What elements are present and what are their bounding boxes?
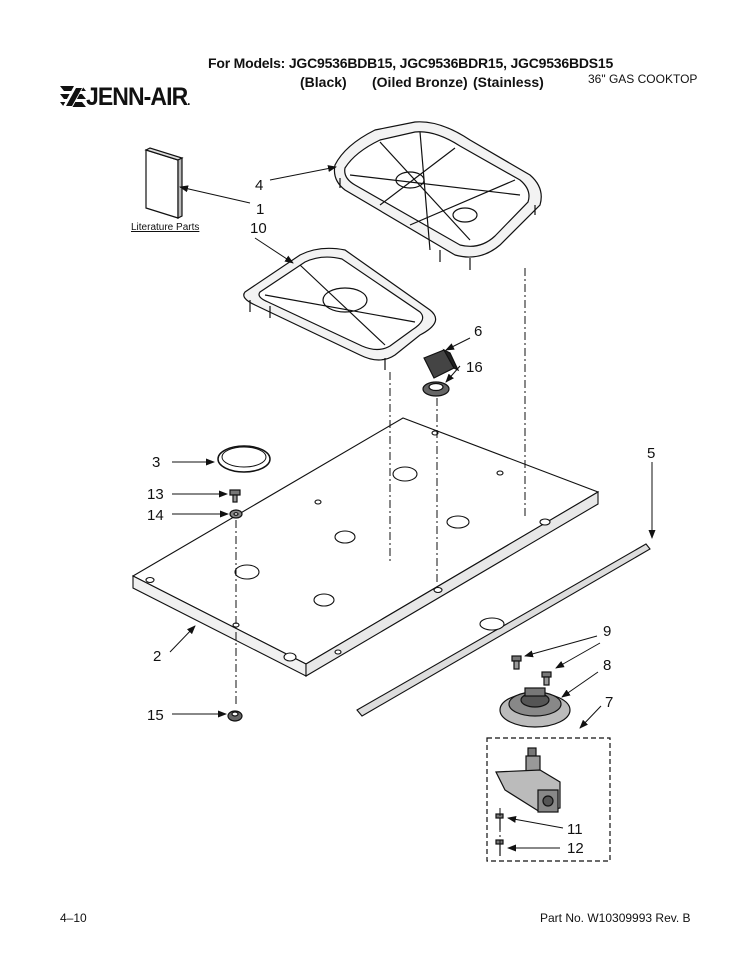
callout-8: 8 (603, 657, 611, 674)
finish-black: (Black) (300, 74, 347, 90)
part-number: Part No. W10309993 Rev. B (540, 911, 691, 925)
callout-15: 15 (147, 707, 164, 724)
cooktop-seal (356, 543, 651, 717)
alignment-lines (235, 268, 526, 856)
callout-7: 7 (605, 694, 613, 711)
callout-2: 2 (153, 648, 161, 665)
models-line: For Models: JGC9536BDB15, JGC9536BDR15, … (208, 55, 614, 71)
small-grate (243, 247, 437, 370)
callout-16: 16 (466, 359, 483, 376)
mounting-screw (229, 489, 241, 503)
burner-screws (511, 655, 552, 686)
burner-cap-rim (221, 446, 267, 468)
burner-cap (217, 445, 271, 473)
product-type: 36" GAS COOKTOP (588, 72, 698, 86)
control-knob (423, 348, 460, 379)
callout-11: 11 (567, 821, 583, 838)
callout-5: 5 (647, 445, 655, 462)
callout-arrows (169, 165, 656, 852)
callout-13: 13 (147, 486, 164, 503)
gas-valve (495, 747, 561, 813)
washer (229, 509, 243, 519)
callout-1: 1 (256, 201, 264, 218)
brand-name: JENN-AIR. (86, 83, 191, 111)
callout-10: 10 (250, 220, 267, 237)
literature-parts-label: Literature Parts (131, 222, 200, 233)
callout-6: 6 (474, 323, 482, 340)
callout-9: 9 (603, 623, 611, 640)
finish-oiled-bronze: (Oiled Bronze) (372, 74, 468, 90)
callout-12: 12 (567, 840, 584, 857)
finish-stainless: (Stainless) (473, 74, 544, 90)
callout-14: 14 (147, 507, 164, 524)
cooktop-glass (131, 417, 600, 677)
burner-base (499, 687, 571, 728)
valve-assembly-box (486, 737, 611, 862)
knob-bezel (422, 381, 450, 397)
callout-3: 3 (152, 454, 160, 471)
callout-4: 4 (255, 177, 263, 194)
page-number: 4–10 (60, 911, 87, 925)
literature-booklet (144, 147, 184, 219)
grommet (227, 710, 243, 722)
large-grate (333, 121, 542, 270)
callout-numbers: 4 1 10 6 16 3 5 13 14 9 2 8 7 15 11 12 (147, 177, 655, 857)
